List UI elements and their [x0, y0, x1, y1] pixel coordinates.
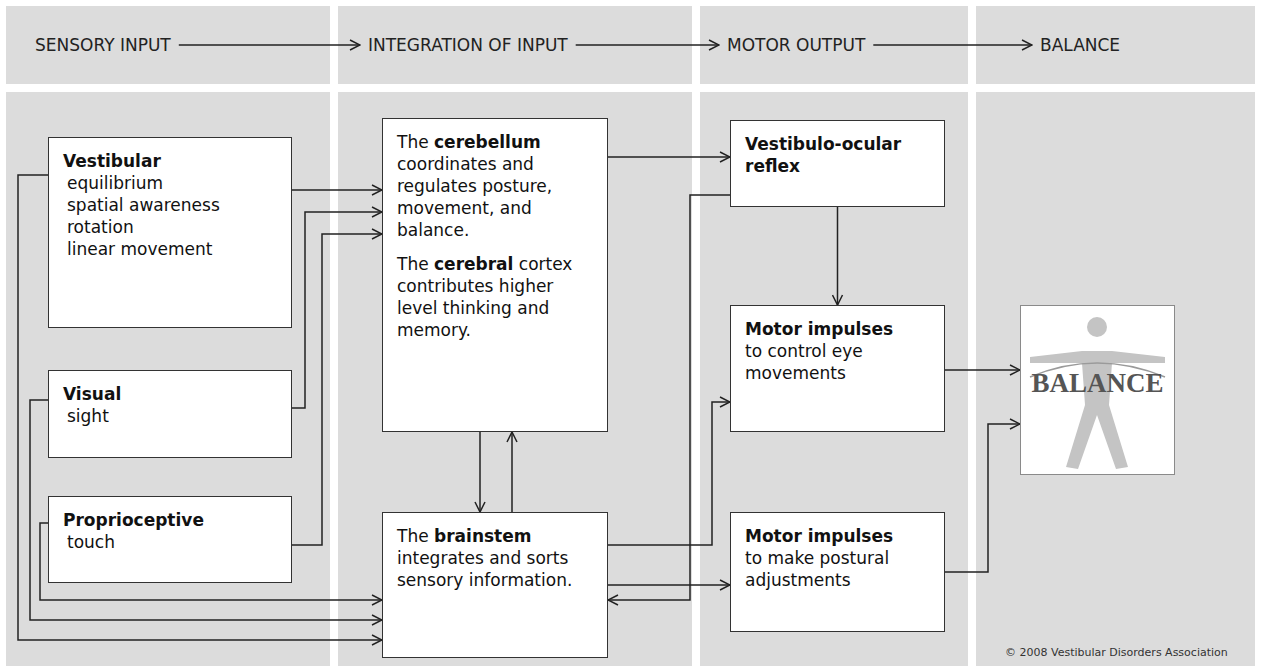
- column-panel: [700, 92, 968, 666]
- copyright-note: © 2008 Vestibular Disorders Association: [1005, 646, 1228, 660]
- connector-arrow: [292, 212, 382, 408]
- node-text: rotation: [63, 216, 277, 238]
- node-title: Vestibular: [63, 150, 277, 172]
- brain-box: The brainstem integrates and sorts senso…: [382, 512, 608, 658]
- node-text: linear movement: [63, 238, 277, 260]
- node-text: spatial awareness: [63, 194, 277, 216]
- connector-arrow: [292, 234, 382, 545]
- column-panel: [6, 92, 330, 666]
- node-title: The brainstem integrates and sorts senso…: [397, 525, 593, 591]
- connector-arrow: [511, 432, 513, 512]
- node-title: Visual: [63, 383, 277, 405]
- connector-arrow: [479, 432, 481, 512]
- figure-head: [1087, 317, 1107, 337]
- figure-ground: [1020, 305, 1175, 475]
- connector-arrow: [945, 369, 1020, 371]
- node-title: MOTOR OUTPUT: [727, 33, 865, 57]
- column-heading: SENSORY INPUT: [27, 33, 179, 57]
- sensory-box: Visualsight: [48, 370, 292, 458]
- node-text: to control eye movements: [745, 340, 930, 384]
- connector-arrow: [18, 175, 382, 640]
- sensory-box: Vestibularequilibriumspatial awarenessro…: [48, 137, 292, 328]
- connector-arrow: [608, 195, 730, 600]
- node-title: Motor impulses: [745, 318, 930, 340]
- connector-arrow: [608, 156, 730, 158]
- figure-body: [1030, 351, 1165, 469]
- connector-arrow: [608, 584, 730, 586]
- node-title: Motor impulses: [745, 525, 930, 547]
- brain-box: The cerebellum coordinates and regulates…: [382, 118, 608, 432]
- node-text: equilibrium: [63, 172, 277, 194]
- node-title: Vestibulo-ocular reflex: [745, 133, 930, 177]
- reflex-box: Vestibulo-ocular reflex: [730, 120, 945, 207]
- node-text: to make postural adjustments: [745, 547, 930, 591]
- node-text: The cerebral cortex contributes higher l…: [397, 253, 593, 341]
- sensory-box: Proprioceptivetouch: [48, 496, 292, 583]
- node-title: SENSORY INPUT: [35, 33, 171, 57]
- connector-arrow: [292, 189, 382, 191]
- node-title: INTEGRATION OF INPUT: [368, 33, 568, 57]
- column-panel: [976, 92, 1255, 666]
- node-title: Proprioceptive: [63, 509, 277, 531]
- column-heading: MOTOR OUTPUT: [719, 33, 873, 57]
- node-text: touch: [63, 531, 277, 553]
- node-title: The cerebellum coordinates and regulates…: [397, 131, 593, 241]
- connector-arrow: [837, 207, 839, 305]
- column-panel: [338, 92, 692, 666]
- column-heading: BALANCE: [1032, 33, 1128, 57]
- column-heading: INTEGRATION OF INPUT: [360, 33, 576, 57]
- node-title: BALANCE: [1040, 33, 1120, 57]
- connector-arrow: [873, 44, 1032, 46]
- node-text: sight: [63, 405, 277, 427]
- connector-arrow: [945, 424, 1020, 572]
- motor-box: Motor impulsesto control eye movements: [730, 305, 945, 432]
- connector-arrow: [576, 44, 719, 46]
- node-title: BALANCE: [1031, 368, 1163, 398]
- balance-picture: BALANCE: [1020, 305, 1175, 475]
- connector-arrow: [608, 402, 730, 545]
- motor-box: Motor impulsesto make postural adjustmen…: [730, 512, 945, 632]
- connector-arrow: [179, 44, 360, 46]
